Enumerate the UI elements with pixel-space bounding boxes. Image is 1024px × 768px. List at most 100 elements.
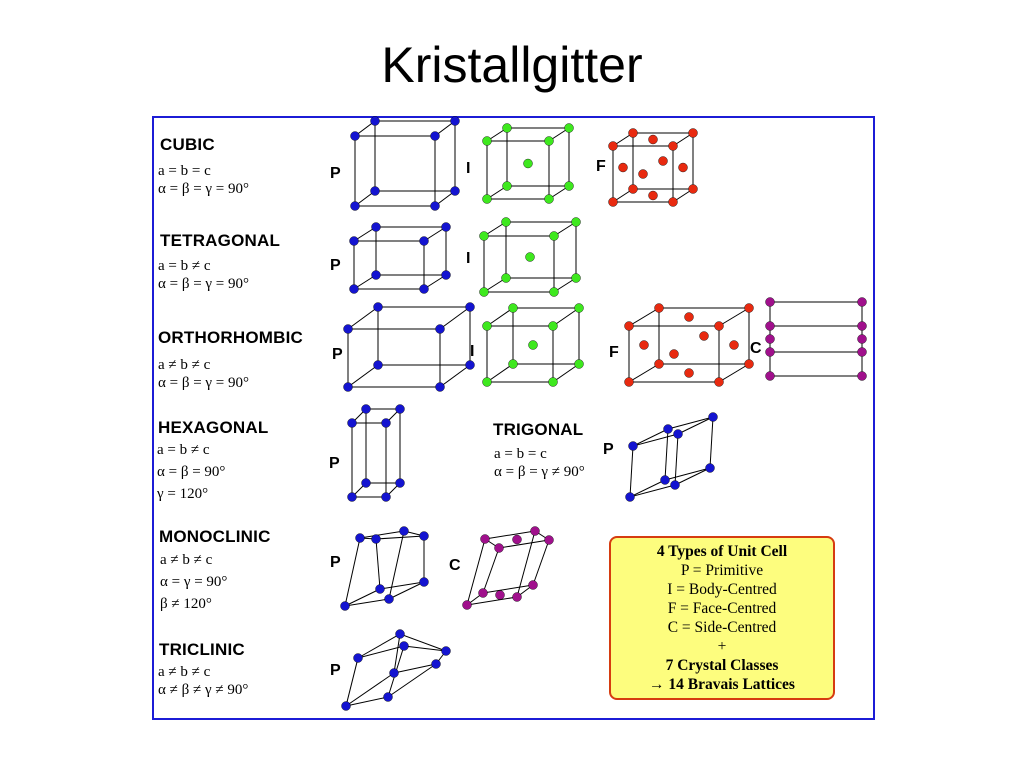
corner-atom [349,284,359,294]
centred-atom [638,169,648,179]
corner-atom [708,412,718,422]
legend-line: + [717,638,727,655]
param-line: β ≠ 120° [160,596,212,612]
corner-atom [608,141,618,151]
corner-atom [508,303,518,313]
corner-atom [482,194,492,204]
corner-atom [857,297,867,307]
cell-edge [516,530,536,598]
centred-atom [648,190,658,201]
label-tetragonal-p: P [330,257,341,274]
corner-atom [502,123,512,133]
corner-atom [450,116,460,126]
corner-atom [361,478,371,488]
corner-atom [549,287,559,297]
corner-atom [544,194,554,204]
corner-atom [502,181,512,191]
corner-atom [347,418,357,428]
param-line: a = b = c [158,163,211,179]
cell-cubic-i [482,123,574,204]
corner-atom [480,534,490,544]
corner-atom [625,492,635,502]
corner-atom [744,359,754,369]
corner-atom [441,270,451,280]
corner-atom [673,429,683,439]
corner-atom [744,303,754,313]
cell-edge [674,467,711,486]
cell-edge [388,581,425,600]
label-orthorhombic-c: C [750,340,762,357]
corner-atom [381,418,391,428]
corner-atom [373,302,383,312]
cell-edge [344,588,381,607]
corner-atom [435,324,445,334]
param-line: a ≠ b ≠ c [160,552,213,568]
param-line: α = β = γ = 90° [158,276,249,292]
cell-edge [674,433,679,486]
corner-atom [355,533,365,543]
corner-atom [628,128,638,138]
param-line: a = b = c [494,446,547,462]
corner-atom [548,377,558,387]
hexagonal-params: a = b ≠ c α = β = 90° γ = 120° [157,441,225,503]
cell-tetragonal-p [349,222,451,294]
corner-atom [441,222,451,232]
corner-atom [624,377,634,387]
corner-atom [508,359,518,369]
param-line: α = β = γ = 90° [158,375,249,391]
cell-edge [486,307,514,327]
label-cubic-p: P [330,165,341,182]
corner-atom [465,360,475,370]
label-triclinic-p: P [330,662,341,679]
corner-atom [479,231,489,241]
cell-edge [677,416,714,435]
corner-atom [370,116,380,126]
corner-atom [544,136,554,146]
corner-atom [501,217,511,227]
corner-atom [441,646,451,656]
centred-atom [669,349,679,359]
corner-atom [482,377,492,387]
corner-atom [765,321,775,331]
corner-atom [435,382,445,392]
param-line: a ≠ b ≠ c [158,664,211,680]
legend-line: I = Body-Centred [667,581,777,598]
cell-edge [484,530,536,540]
centred-atom [678,162,688,173]
corner-atom [574,359,584,369]
corner-atom [375,584,385,594]
corner-atom [371,222,381,232]
cell-edge [375,538,381,590]
centred-atom [523,158,533,169]
legend-line: 7 Crystal Classes [665,657,779,674]
corner-atom [670,480,680,490]
cell-orthorhombic-c [765,297,867,381]
corner-atom [663,424,673,434]
corner-atom [343,324,353,334]
corner-atom [857,371,867,381]
centred-atom [857,334,867,344]
corner-atom [688,128,698,138]
label-orthorhombic-i: I [470,343,475,360]
cell-cubic-f [608,128,698,207]
label-orthorhombic-f: F [609,344,619,361]
corner-atom [628,184,638,194]
centred-atom [528,340,538,350]
corner-atom [528,580,538,590]
page-title: Kristallgitter [381,37,643,93]
corner-atom [419,531,429,541]
cell-orthorhombic-i [482,303,584,387]
cell-edge [552,307,580,327]
param-line: α = β = γ = 90° [158,181,249,197]
param-line: a = b ≠ c [157,442,210,458]
cell-edge [345,672,395,707]
legend-line: → 14 Bravais Lattices [649,676,795,693]
corner-atom [548,321,558,331]
system-name-triclinic: TRICLINIC [159,640,245,659]
label-tetragonal-i: I [466,250,471,267]
cell-edge [379,581,425,590]
cell-edge [552,363,580,383]
corner-atom [371,534,381,544]
corner-atom [512,592,522,602]
centred-atom [729,340,739,350]
